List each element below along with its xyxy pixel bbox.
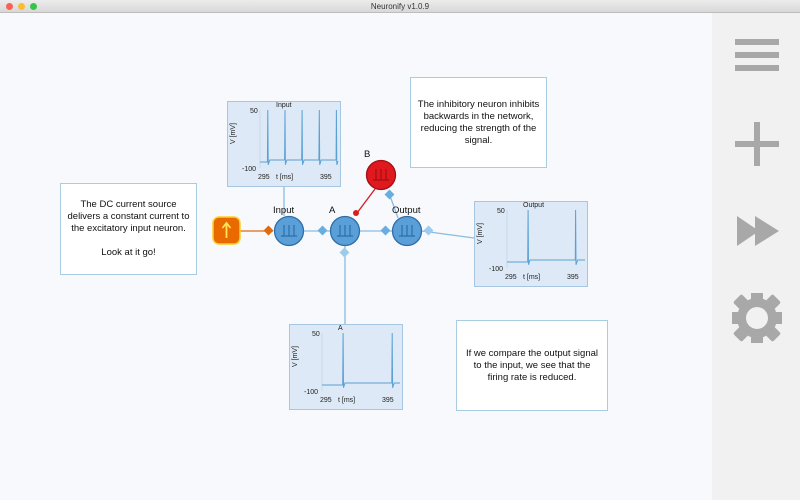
title-bar: Neuronify v1.0.9	[0, 0, 800, 13]
x-min-label: 295	[320, 397, 332, 404]
note-text: Look at it go!	[101, 247, 156, 258]
voltage-plot-output[interactable]: Output 50 -100 V [mV] 295 t [ms] 395	[474, 201, 588, 287]
sidebar	[712, 13, 800, 500]
close-button[interactable]	[6, 3, 13, 10]
neuron-label-output: Output	[392, 205, 421, 216]
y-axis-label: V [mV]	[292, 345, 299, 367]
spike-train-icon	[399, 225, 415, 237]
synapse-diamond	[317, 225, 328, 236]
y-max-label: 50	[497, 208, 505, 215]
x-axis-label: t [ms]	[523, 274, 541, 281]
neuron-label-input: Input	[273, 205, 295, 216]
minimize-button[interactable]	[18, 3, 25, 10]
add-button[interactable]	[732, 119, 782, 169]
x-axis-label: t [ms]	[338, 397, 356, 404]
spike-train-icon	[337, 225, 353, 237]
x-max-label: 395	[320, 174, 332, 181]
note-text: The inhibitory neuron inhibits backwards…	[417, 98, 540, 146]
plot-title: Input	[276, 102, 292, 109]
menu-button[interactable]	[732, 33, 782, 83]
settings-button[interactable]	[729, 290, 785, 346]
x-min-label: 295	[505, 274, 517, 281]
x-axis-label: t [ms]	[276, 174, 294, 181]
voltage-trace	[507, 209, 585, 265]
neuron-output[interactable]	[391, 215, 423, 247]
y-max-label: 50	[312, 331, 320, 338]
note-compare[interactable]: If we compare the output signal to the i…	[456, 320, 608, 411]
synapse-dot	[353, 210, 359, 216]
fast-forward-icon	[737, 216, 779, 246]
note-text: If we compare the output signal to the i…	[465, 347, 599, 383]
neuron-a[interactable]	[329, 215, 361, 247]
voltage-plot-a[interactable]: A 50 -100 V [mV] 295 t [ms] 395	[289, 324, 403, 410]
voltage-trace	[260, 109, 339, 165]
dc-current-source[interactable]	[212, 216, 241, 245]
spike-train-icon	[281, 225, 297, 237]
network-graph	[212, 159, 475, 324]
synapse-diamond	[384, 189, 395, 200]
neuron-label-b: B	[364, 149, 371, 160]
x-max-label: 395	[382, 397, 394, 404]
x-max-label: 395	[567, 274, 579, 281]
plus-icon	[735, 122, 779, 166]
edge-b-a	[356, 188, 376, 214]
y-min-label: -100	[242, 166, 257, 173]
note-inhibitory[interactable]: The inhibitory neuron inhibits backwards…	[410, 77, 547, 168]
voltage-trace	[322, 332, 400, 388]
synapse-diamond	[263, 225, 274, 236]
spike-train-icon	[373, 169, 389, 181]
neuron-b[interactable]	[365, 159, 397, 191]
y-axis-label: V [mV]	[477, 222, 484, 244]
menu-icon	[735, 39, 779, 71]
y-min-label: -100	[489, 266, 504, 273]
neuron-input[interactable]	[273, 215, 305, 247]
arrow-up-icon	[221, 221, 232, 238]
note-text: The DC current source delivers a constan…	[67, 199, 190, 234]
plot-connector	[339, 247, 350, 258]
synapse-diamond	[380, 225, 391, 236]
gear-icon	[729, 290, 785, 346]
neuron-label-a: A	[329, 205, 336, 216]
plot-connector	[423, 225, 434, 236]
y-max-label: 50	[250, 108, 258, 115]
maximize-button[interactable]	[30, 3, 37, 10]
plot-title: Output	[523, 202, 545, 209]
y-axis-label: V [mV]	[230, 122, 237, 144]
y-min-label: -100	[304, 389, 319, 396]
note-dc-source[interactable]: The DC current source delivers a constan…	[60, 183, 197, 275]
fast-forward-button[interactable]	[732, 206, 782, 256]
plot-title: A	[338, 325, 343, 332]
window-title: Neuronify v1.0.9	[370, 2, 430, 11]
x-min-label: 295	[258, 174, 270, 181]
voltage-plot-input[interactable]: Input 50 -100 V [mV] 295 t [ms] 395	[227, 101, 341, 187]
